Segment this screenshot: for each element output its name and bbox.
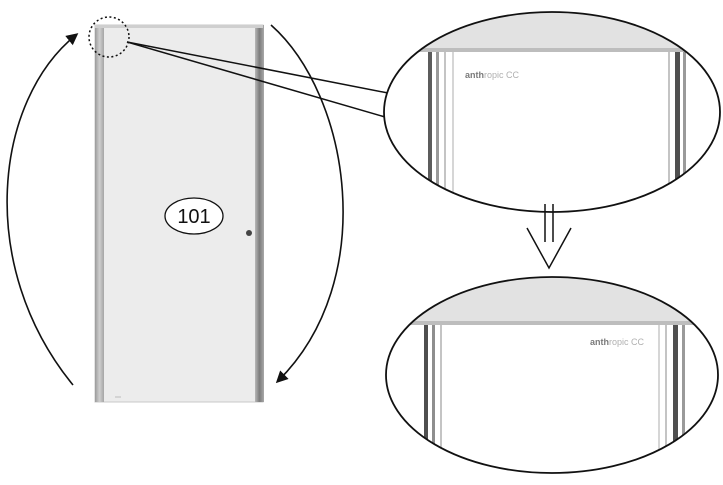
- door-right-edge: [255, 25, 264, 402]
- magnified-view-top: anthropic CC: [383, 11, 721, 213]
- rotation-arrow-right-icon: [270, 24, 344, 384]
- door-left-edge: [95, 25, 104, 402]
- rotation-arrow-left-icon: [6, 33, 79, 386]
- logo-mark-bottom: anthropic CC: [590, 337, 645, 347]
- detail-highlight-circle: [88, 16, 130, 58]
- callout-101: 101: [164, 197, 224, 235]
- magnified-view-bottom: anthropic CC: [385, 276, 719, 474]
- door-top-edge: [95, 25, 263, 28]
- down-arrow-icon: [526, 204, 572, 270]
- magnify-connector: [126, 41, 389, 118]
- logo-mark-top: anthropic CC: [465, 70, 520, 80]
- door-handle-icon: [246, 230, 252, 236]
- door-panel: [94, 24, 264, 403]
- callout-number: 101: [177, 206, 210, 228]
